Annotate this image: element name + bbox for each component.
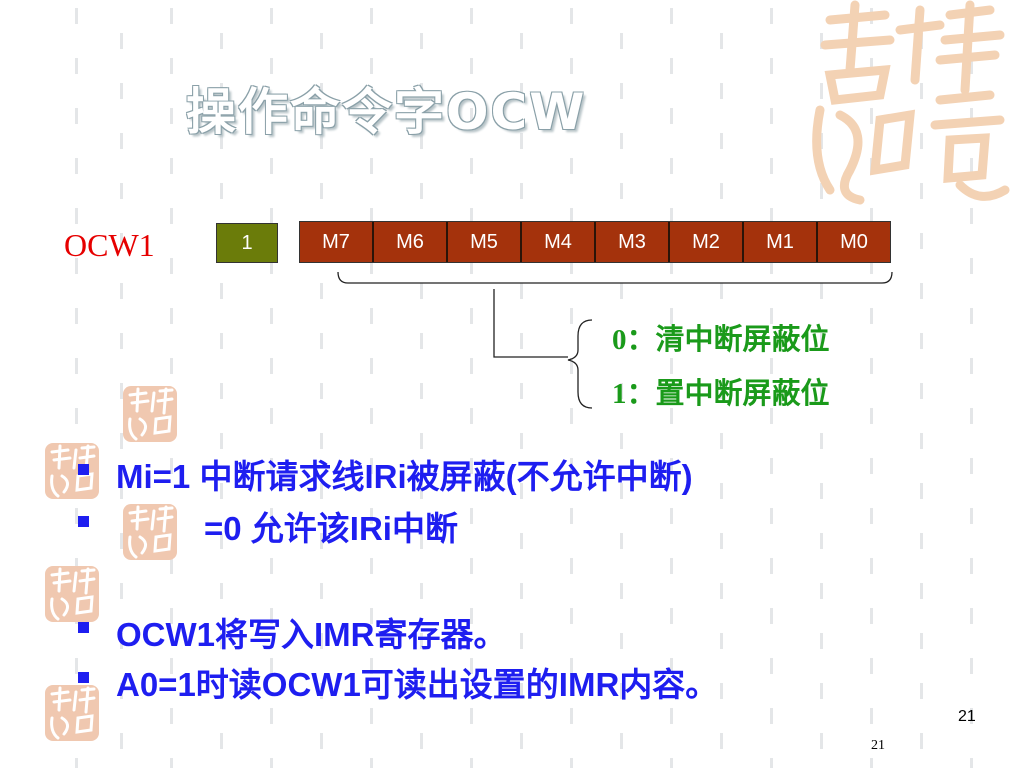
fixed-bit-box: 1 bbox=[216, 223, 278, 263]
bit-m6: M6 bbox=[374, 222, 448, 262]
register-label: OCW1 bbox=[64, 227, 155, 263]
bullet-text-1: Mi=1 中断请求线IRi被屏蔽(不允许中断) bbox=[116, 458, 693, 495]
mask-bits-row: M7 M6 M5 M4 M3 M2 M1 M0 bbox=[299, 221, 891, 263]
bit-m5: M5 bbox=[448, 222, 522, 262]
bit-m7: M7 bbox=[300, 222, 374, 262]
bullet-marker-3 bbox=[78, 622, 89, 633]
bullet-marker-4 bbox=[78, 672, 89, 683]
option-clear-mask: 0：清中断屏蔽位 bbox=[612, 324, 830, 356]
bit-m4: M4 bbox=[522, 222, 596, 262]
small-seal-icon-1 bbox=[123, 386, 177, 442]
bullet-marker-2 bbox=[78, 516, 89, 527]
bit-m2: M2 bbox=[670, 222, 744, 262]
small-seal-icon-3 bbox=[123, 504, 177, 560]
bullet-text-4: A0=1时读OCW1可读出设置的IMR内容。 bbox=[116, 666, 719, 703]
small-seal-icon-5 bbox=[45, 685, 99, 741]
bit-m3: M3 bbox=[596, 222, 670, 262]
footer-page-number: 21 bbox=[871, 738, 885, 753]
option-set-mask: 1：置中断屏蔽位 bbox=[612, 378, 830, 410]
bullet-text-2: =0 允许该IRi中断 bbox=[204, 510, 458, 547]
page-number: 21 bbox=[958, 708, 976, 725]
slide-title: 操作命令字OCW bbox=[186, 83, 587, 141]
large-seal-icon bbox=[812, 0, 1010, 205]
bullet-text-3: OCW1将写入IMR寄存器。 bbox=[116, 616, 507, 653]
bit-m0: M0 bbox=[840, 231, 868, 253]
bullet-marker-1 bbox=[78, 464, 89, 475]
bit-m1: M1 bbox=[744, 222, 818, 262]
small-seal-icon-4 bbox=[45, 566, 99, 622]
